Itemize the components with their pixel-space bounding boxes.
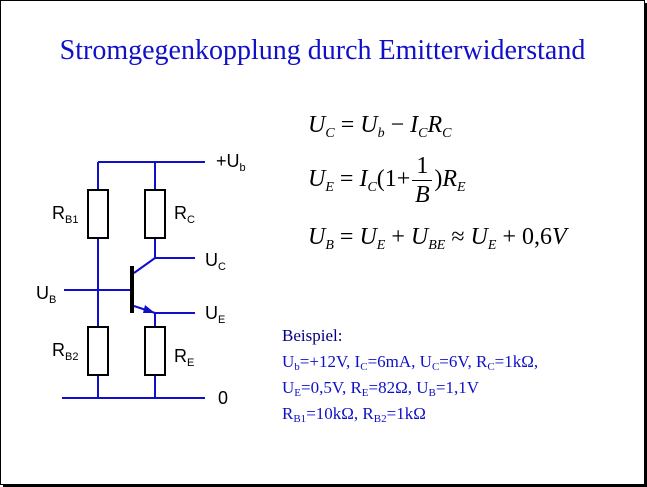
- example-subscript: b: [294, 361, 300, 373]
- equation-ub: UB = UE + UBE ≈ UE + 0,6V: [308, 224, 567, 253]
- example-heading: Beispiel:: [282, 326, 343, 345]
- example-line-3: RB1=10kΩ, RB2=1kΩ: [282, 404, 426, 425]
- example-value: =+12V,: [299, 352, 355, 371]
- example-subscript: B: [428, 387, 436, 399]
- slide-title: Stromgegenkopplung durch Emitterwidersta…: [59, 35, 586, 66]
- example-line-1: Ub=+12V, IC=6mA, UC=6V, RC=1kΩ,: [282, 352, 538, 373]
- example-symbol: R: [350, 378, 362, 397]
- example-symbol: R: [282, 404, 294, 423]
- example-subscript: E: [294, 387, 302, 399]
- example-symbol: R: [362, 404, 374, 423]
- ground-label: 0: [218, 388, 229, 408]
- example-subscript: E: [361, 387, 369, 399]
- ub-label: UB: [36, 283, 57, 306]
- example-value: =6mA,: [367, 352, 420, 371]
- example-value: =10kΩ,: [306, 404, 363, 423]
- rc-label: RC: [174, 203, 195, 226]
- example-subscript: C: [431, 361, 440, 373]
- emitter-arrow-icon: [143, 305, 155, 313]
- resistor-rb2: [87, 326, 109, 376]
- example-value: =1kΩ,: [494, 352, 539, 371]
- example-symbol: R: [475, 352, 488, 371]
- example-line-2: UE=0,5V, RE=82Ω, UB=1,1V: [282, 378, 479, 399]
- example-subscript: C: [487, 361, 495, 373]
- example-value: =1,1V: [435, 378, 480, 397]
- example-symbol: U: [282, 352, 295, 371]
- example-symbol: U: [416, 378, 429, 397]
- example-value: =6V,: [439, 352, 476, 371]
- resistor-rc: [144, 189, 166, 239]
- example-value: =82Ω,: [368, 378, 417, 397]
- example-subscript: B2: [373, 413, 387, 425]
- example-value: =0,5V,: [301, 378, 351, 397]
- rb1-label: RB1: [52, 203, 79, 226]
- resistor-re: [144, 326, 166, 376]
- rb2-label: RB2: [52, 340, 79, 363]
- equation-uc: UC = Ub − ICRC: [308, 112, 452, 141]
- re-label: RE: [174, 346, 195, 369]
- collector-lead: [133, 257, 156, 274]
- supply-label: +Ub: [216, 151, 246, 174]
- example-value: =1kΩ: [386, 404, 426, 423]
- example-subscript: B1: [293, 413, 307, 425]
- example-symbol: U: [419, 352, 432, 371]
- resistor-rb1: [87, 189, 109, 239]
- example-symbol: U: [282, 378, 295, 397]
- ue-label: UE: [205, 303, 226, 326]
- uc-label: UC: [205, 250, 226, 273]
- example-subscript: C: [360, 361, 368, 373]
- example-symbol: I: [354, 352, 361, 371]
